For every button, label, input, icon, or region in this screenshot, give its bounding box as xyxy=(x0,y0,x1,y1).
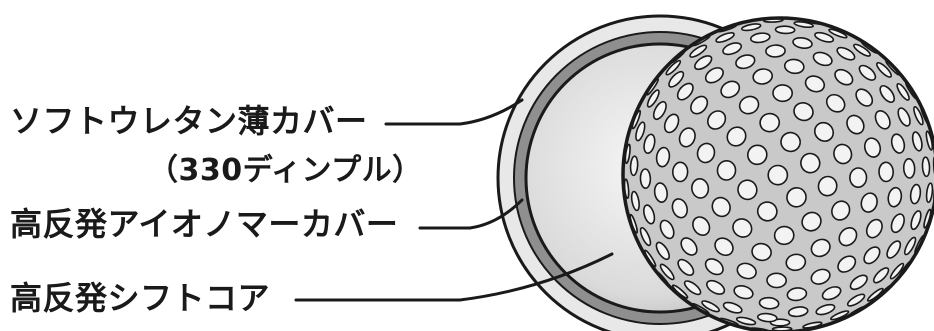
label-shift-core: 高反発シフトコア xyxy=(10,282,270,314)
dimple xyxy=(922,157,930,177)
dimple xyxy=(768,165,788,185)
dimple xyxy=(850,168,867,188)
dimple xyxy=(774,226,794,245)
dimple xyxy=(717,160,737,181)
dimple xyxy=(766,45,786,57)
leader-line-cover xyxy=(386,100,522,124)
dimple xyxy=(640,169,650,188)
dimple xyxy=(630,156,638,176)
dimpled-ball xyxy=(623,18,934,331)
dimple xyxy=(775,26,794,34)
dimple xyxy=(773,85,793,102)
dimple xyxy=(879,162,894,182)
label-soft-urethane-cover: ソフトウレタン薄カバー xyxy=(10,105,368,137)
dimple xyxy=(767,273,787,288)
dimple xyxy=(903,159,915,179)
label-dimple-count: （330ディンプル） xyxy=(148,156,423,186)
dimple xyxy=(672,162,687,182)
label-ionomer-cover: 高反発アイオノマーカバー xyxy=(10,208,398,240)
